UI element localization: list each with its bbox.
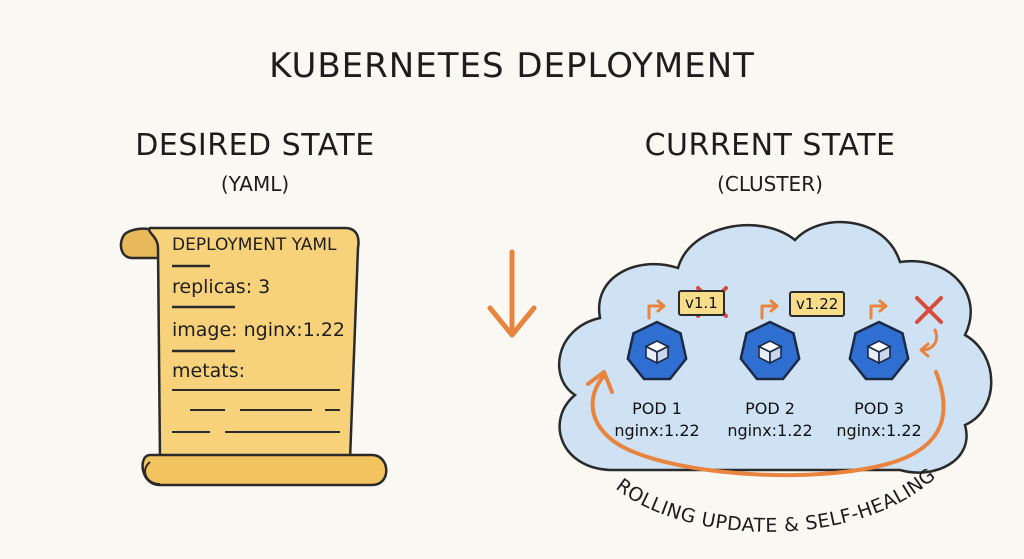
pod-2-label: POD 2 nginx:1.22 [710,398,830,442]
update-arrow-icon [647,299,666,320]
cube-icon [757,340,783,365]
pod-3-cross-icon [915,296,943,324]
pod-2-name: POD 2 [745,399,795,418]
pod-2-version-badge: v1.22 [789,291,846,317]
current-state-heading: CURRENT STATE [644,128,896,163]
heal-arrow-icon [919,328,938,358]
diagram-title: KUBERNETES DEPLOYMENT [269,46,755,86]
pod-3 [848,299,910,381]
yaml-header: DEPLOYMENT YAML [172,235,337,255]
update-arrow-icon [869,299,888,320]
pod-3-label: POD 3 nginx:1.22 [819,398,939,442]
desired-state-heading: DESIRED STATE [135,128,375,163]
pods-layer [626,286,943,381]
yaml-image: image: nginx:1.22 [172,319,345,341]
pod-1-version-badge: v1.1 [678,290,725,316]
cube-icon [644,340,670,365]
update-arrow-icon [760,299,779,320]
pod-3-image: nginx:1.22 [836,421,922,440]
rolling-update-arrow [586,370,946,478]
desired-state-subheading: (YAML) [220,172,290,196]
down-arrow-icon [487,249,537,338]
cube-icon [866,340,892,365]
pod-1-image: nginx:1.22 [614,421,700,440]
yaml-scroll [119,226,388,487]
pod-2 [739,299,801,381]
pod-1-label: POD 1 nginx:1.22 [597,398,717,442]
yaml-metadata: metats: [172,360,246,382]
current-state-subheading: (CLUSTER) [717,172,823,196]
pod-2-image: nginx:1.22 [727,421,813,440]
pod-3-name: POD 3 [854,399,904,418]
pod-1-name: POD 1 [632,399,682,418]
yaml-replicas: replicas: 3 [172,276,271,298]
pod-1 [626,299,688,381]
